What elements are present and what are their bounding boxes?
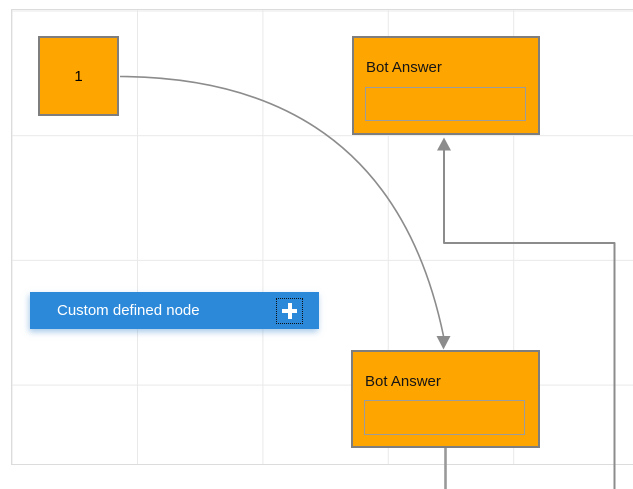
custom-node-label: Custom defined node (57, 302, 200, 319)
bot-answer-input[interactable] (365, 87, 526, 121)
node-bot-answer-bottom[interactable]: Bot Answer (351, 350, 540, 448)
arrowhead-down-icon[interactable] (436, 336, 451, 350)
node-start[interactable]: 1 (38, 36, 119, 116)
connector-orthogonal[interactable] (443, 149, 616, 489)
node-bot-answer-top[interactable]: Bot Answer (352, 36, 540, 135)
plus-icon[interactable] (276, 298, 303, 324)
custom-defined-node-button[interactable]: Custom defined node (30, 292, 319, 329)
bot-answer-input[interactable] (364, 400, 525, 435)
arrowhead-up-icon[interactable] (437, 137, 451, 151)
connector-curved[interactable] (119, 75, 445, 337)
node-title: Bot Answer (366, 59, 442, 76)
node-start-label: 1 (74, 67, 83, 85)
node-title: Bot Answer (365, 373, 441, 390)
